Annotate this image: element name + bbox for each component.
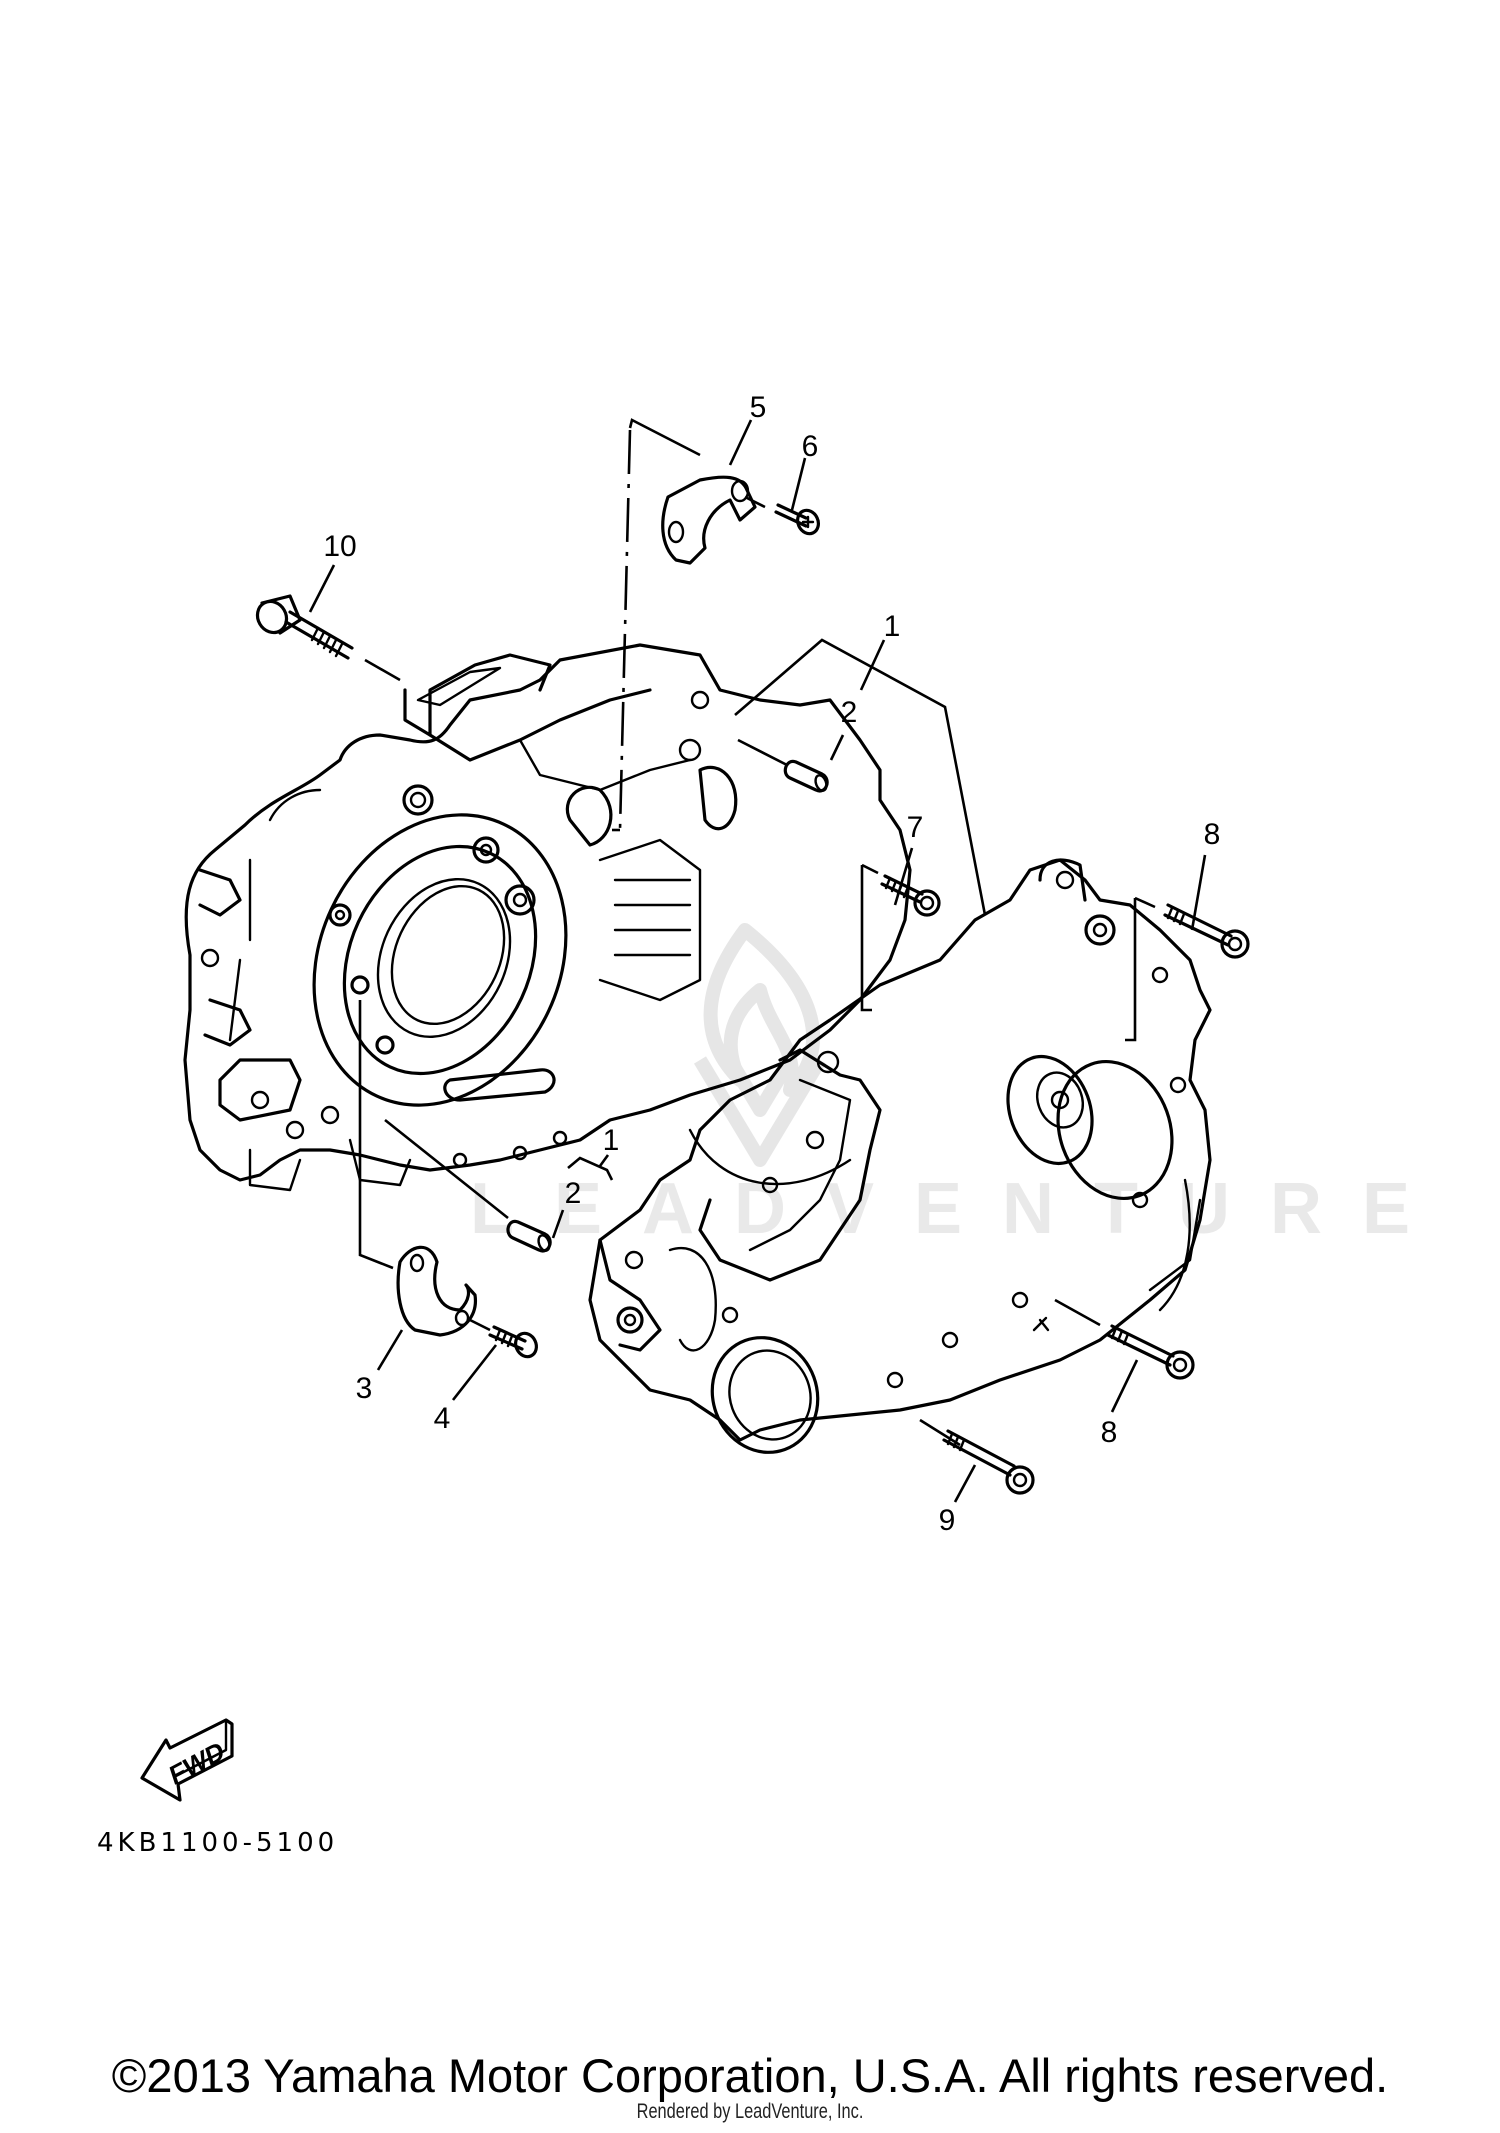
callout-7[interactable]: 7 (906, 811, 924, 844)
leader-lines (255, 418, 1250, 1503)
crankcase-right-half (588, 858, 1212, 1454)
callout-10[interactable]: 10 (323, 530, 357, 563)
callout-9[interactable]: 9 (938, 1504, 956, 1537)
callout-4[interactable]: 4 (433, 1402, 451, 1435)
callout-1-upper[interactable]: 1 (883, 610, 901, 643)
crankcase-left-half (183, 643, 912, 1192)
callout-3[interactable]: 3 (355, 1372, 373, 1405)
callout-2-upper[interactable]: 2 (840, 696, 858, 729)
callout-1-lower[interactable]: 1 (602, 1124, 620, 1157)
callout-6[interactable]: 6 (801, 430, 819, 463)
fwd-label: FWD (166, 1735, 228, 1792)
callout-2-lower[interactable]: 2 (564, 1177, 582, 1210)
rendered-by-credit: Rendered by LeadVenture, Inc. (636, 2100, 864, 2123)
callout-8-upper[interactable]: 8 (1203, 818, 1221, 851)
watermark-text: LEADVENTURE (470, 1169, 1451, 1249)
diagram-part-code: 4KB1100-5100 (97, 1828, 339, 1858)
callout-5[interactable]: 5 (749, 391, 767, 424)
forward-arrow-icon: FWD (140, 1718, 234, 1802)
copyright-notice: ©2013 Yamaha Motor Corporation, U.S.A. A… (111, 2049, 1389, 2102)
callout-8-lower[interactable]: 8 (1100, 1416, 1118, 1449)
